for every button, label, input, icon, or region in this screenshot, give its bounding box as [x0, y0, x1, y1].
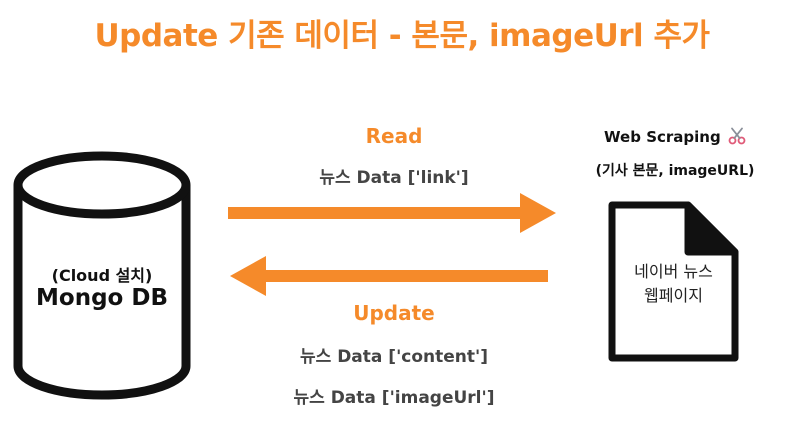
update-field-content: 뉴스 Data ['content'] [300, 347, 488, 367]
database-cylinder [13, 151, 191, 400]
read-arrow [228, 193, 556, 233]
update-field-imageurl: 뉴스 Data ['imageUrl'] [293, 388, 495, 408]
read-field: 뉴스 Data ['link'] [319, 168, 469, 188]
webpage-line2: 웹페이지 [644, 286, 703, 305]
webpage-line1: 네이버 뉴스 [634, 262, 713, 281]
database-subtitle: (Cloud 설치) [51, 266, 153, 285]
scissors-icon [728, 127, 746, 149]
webpage-document-icon [608, 201, 739, 362]
read-label: Read [365, 124, 423, 148]
page-title: Update 기존 데이터 - 본문, imageUrl 추가 [94, 18, 710, 54]
scraping-subtitle: (기사 본문, imageURL) [595, 163, 755, 179]
scraping-title: Web Scraping [604, 128, 721, 146]
scraping-title-row: Web Scraping [570, 127, 780, 149]
update-label: Update [353, 301, 435, 325]
database-name: Mongo DB [36, 285, 168, 311]
update-arrow [230, 256, 548, 296]
